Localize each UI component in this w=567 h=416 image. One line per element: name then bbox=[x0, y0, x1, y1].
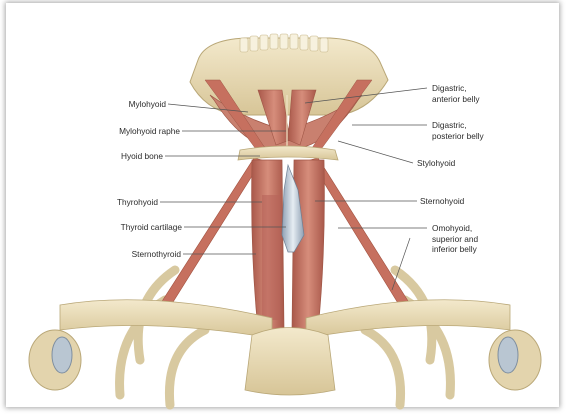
label-omohyoid-line2: superior and bbox=[432, 233, 479, 244]
label-stylohyoid: Stylohyoid bbox=[417, 158, 456, 168]
label-digastric-posterior-line2: posterior belly bbox=[432, 130, 484, 141]
mandible bbox=[189, 33, 389, 116]
label-digastric-posterior-line1: Digastric, bbox=[432, 120, 467, 130]
label-digastric-anterior: Digastric, anterior belly bbox=[432, 83, 480, 104]
label-omohyoid: Omohyoid, superior and inferior belly bbox=[432, 223, 478, 255]
label-omohyoid-line3: inferior belly bbox=[432, 244, 477, 254]
label-thyrohyoid: Thyrohyoid bbox=[116, 197, 158, 207]
label-thyroid-cartilage: Thyroid cartilage bbox=[120, 222, 182, 232]
infrahyoid-muscles bbox=[251, 159, 325, 331]
clavicles bbox=[59, 299, 511, 339]
label-digastric-anterior-line2: anterior belly bbox=[432, 93, 480, 104]
thyroid-cartilage bbox=[281, 163, 305, 253]
floor-of-mouth-muscles bbox=[204, 79, 373, 153]
label-mylohyoid-raphe: Mylohyoid raphe bbox=[119, 126, 180, 136]
label-sternothyroid: Sternothyroid bbox=[131, 249, 181, 259]
label-sternohyoid: Sternohyoid bbox=[420, 196, 465, 206]
label-hyoid-bone: Hyoid bone bbox=[121, 151, 163, 161]
hyoid-bone bbox=[237, 145, 339, 161]
label-omohyoid-line1: Omohyoid, bbox=[432, 223, 473, 233]
manubrium bbox=[244, 327, 336, 396]
label-mylohyoid: Mylohyoid bbox=[128, 99, 166, 109]
label-digastric-anterior-line1: Digastric, bbox=[432, 83, 467, 93]
label-digastric-posterior: Digastric, posterior belly bbox=[432, 120, 484, 141]
shoulders bbox=[28, 329, 542, 391]
leader-lines bbox=[160, 87, 428, 291]
